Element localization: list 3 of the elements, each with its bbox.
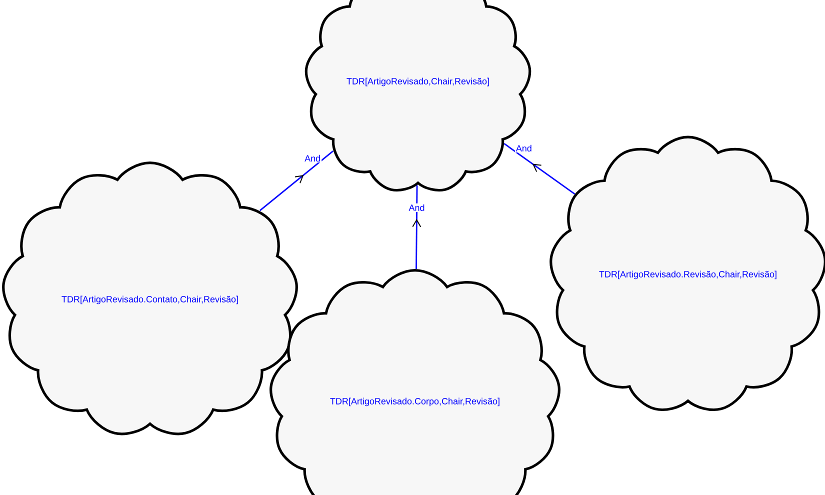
edge-label: And bbox=[516, 144, 532, 152]
edge-label: And bbox=[304, 154, 320, 162]
edge-label: And bbox=[408, 204, 424, 211]
